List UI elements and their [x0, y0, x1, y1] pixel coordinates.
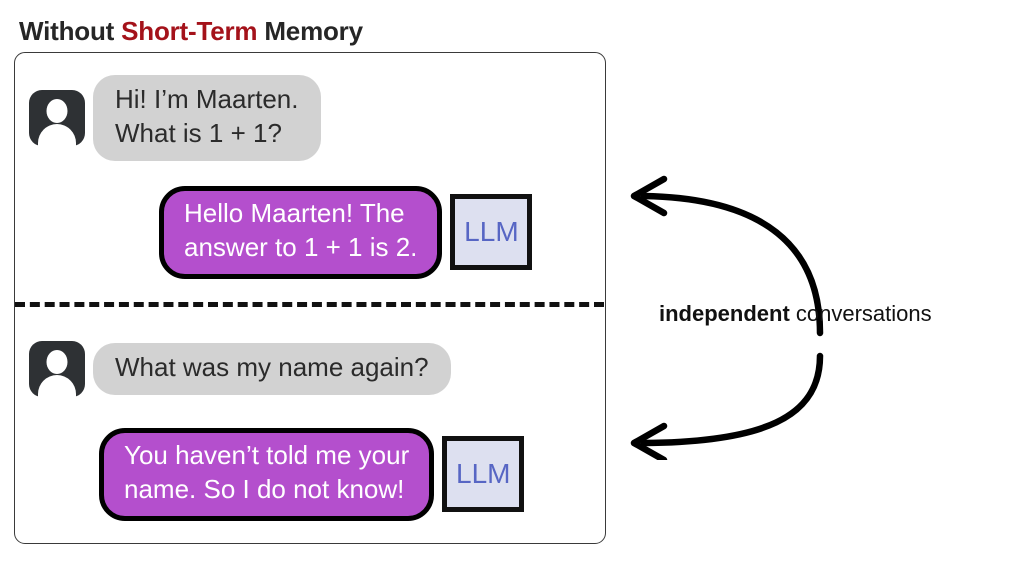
message-row-llm-2: You haven’t told me your name. So I do n…	[99, 428, 525, 521]
conversation-panel: Hi! I’m Maarten. What is 1 + 1? Hello Ma…	[14, 52, 606, 544]
title-suffix: Memory	[257, 16, 363, 46]
dashed-separator	[15, 302, 604, 307]
bottom-arrowhead-icon	[630, 422, 668, 460]
title-prefix: Without	[19, 16, 122, 46]
page-title: Without Short-Term Memory	[19, 16, 363, 47]
independent-arrows-group	[630, 175, 824, 460]
person-icon	[29, 341, 85, 397]
label-rest-part: conversations	[789, 301, 932, 326]
message-row-user-2: What was my name again?	[29, 341, 451, 397]
title-accent: Short-Term	[121, 16, 258, 46]
person-icon	[29, 89, 85, 146]
label-bold-part: independent	[659, 301, 790, 326]
top-arrowhead-icon	[630, 175, 668, 217]
user-message-bubble: Hi! I’m Maarten. What is 1 + 1?	[93, 75, 321, 161]
llm-message-bubble: You haven’t told me your name. So I do n…	[99, 428, 435, 521]
bottom-curved-arrow	[640, 352, 824, 447]
llm-badge: LLM	[442, 436, 525, 513]
top-curved-arrow	[640, 192, 824, 337]
message-row-user-1: Hi! I’m Maarten. What is 1 + 1?	[29, 75, 321, 161]
independent-conversations-label: independent conversations	[659, 301, 932, 327]
message-row-llm-1: Hello Maarten! The answer to 1 + 1 is 2.…	[159, 186, 533, 279]
user-message-bubble: What was my name again?	[93, 343, 451, 395]
llm-badge: LLM	[450, 194, 533, 271]
llm-message-bubble: Hello Maarten! The answer to 1 + 1 is 2.	[159, 186, 443, 279]
